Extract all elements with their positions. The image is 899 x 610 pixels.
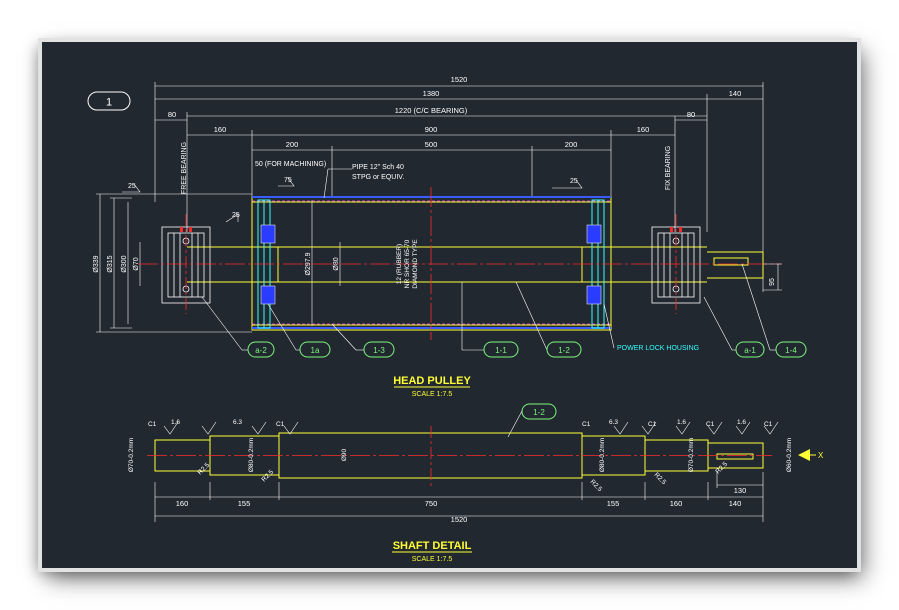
finish-label-2: 6.3 bbox=[233, 419, 242, 426]
view-arrow-x: X bbox=[798, 449, 824, 461]
cad-drawing-canvas: 1 1520 1380 140 bbox=[87, 75, 824, 563]
callout-1-4-label: 1-4 bbox=[785, 346, 797, 355]
dim-slope-left: 25 bbox=[128, 183, 136, 190]
finish-label-1: 1.6 bbox=[171, 419, 180, 426]
power-lock-hubs bbox=[260, 224, 602, 305]
shaft-dim-155-right: 155 bbox=[607, 499, 620, 508]
chamfer-label-5: C1 bbox=[706, 421, 715, 428]
dim-dia-339: Ø339 bbox=[93, 255, 100, 272]
dim-right-160: 160 bbox=[637, 125, 650, 134]
shaft-radius-4: R2.5 bbox=[653, 471, 668, 486]
note-rubber-type: DIAMOND TYPE bbox=[412, 239, 419, 289]
keyway-dimension bbox=[763, 263, 782, 291]
shaft-detail: 1-2 Ø70-0.2mm Ø80-0.2mm Ø90 Ø80-0.2mm Ø7… bbox=[128, 403, 824, 563]
rubber-lagging bbox=[252, 196, 611, 329]
dim-cc-bearing: 1220 (C/C BEARING) bbox=[395, 106, 468, 115]
sheet-number: 1 bbox=[106, 97, 112, 109]
shaft-dim-overall: 1520 bbox=[451, 515, 468, 524]
shaft-dim-140: 140 bbox=[729, 499, 742, 508]
callout-a-1: a-1 bbox=[735, 341, 765, 358]
head-pulley-scale: SCALE 1:7.5 bbox=[412, 391, 453, 398]
dim-dia-315: Ø315 bbox=[107, 255, 114, 272]
shaft-dia-right-bearing: Ø70-0.2mm bbox=[688, 438, 695, 472]
callout-leaders bbox=[201, 168, 776, 351]
callout-1-4: 1-4 bbox=[775, 341, 807, 358]
drawing-sheet: 1 1520 1380 140 bbox=[42, 42, 857, 568]
view-arrow-x-label: X bbox=[818, 451, 824, 460]
shaft-dim-160-right: 160 bbox=[670, 499, 683, 508]
head-pulley-assembly: 1 1520 1380 140 bbox=[87, 75, 807, 398]
shaft-length-dimensions bbox=[154, 472, 764, 522]
dim-slope-right: 25 bbox=[570, 178, 578, 185]
callout-1-1: 1-1 bbox=[483, 341, 519, 358]
note-pipe-material: STPG or EQUIV. bbox=[352, 174, 404, 181]
dim-machining: 50 (FOR MACHINING) bbox=[255, 161, 326, 168]
label-free-bearing: FREE BEARING bbox=[181, 142, 188, 194]
shaft-dim-160-left: 160 bbox=[176, 499, 189, 508]
dim-right-80: 80 bbox=[687, 110, 695, 119]
chamfer-label-2: C1 bbox=[276, 421, 285, 428]
dim-1380: 1380 bbox=[423, 89, 440, 98]
note-rubber-hardness: NR SHOR 65-70 bbox=[404, 239, 411, 288]
shaft-callout-label: 1-2 bbox=[533, 408, 545, 417]
shaft-dia-left-end: Ø70-0.2mm bbox=[128, 438, 135, 472]
shaft-dim-155-left: 155 bbox=[238, 499, 251, 508]
surface-finish-symbols bbox=[163, 421, 779, 435]
shaft-radius-3: R2.5 bbox=[589, 478, 604, 493]
callout-a-1-label: a-1 bbox=[744, 346, 756, 355]
shaft-dim-750: 750 bbox=[425, 499, 438, 508]
note-pipe: PIPE 12" Sch 40 bbox=[352, 164, 404, 171]
chamfer-label-4: C1 bbox=[648, 421, 657, 428]
head-pulley-title: HEAD PULLEY bbox=[393, 375, 471, 387]
callout-1-1-label: 1-1 bbox=[495, 346, 507, 355]
callout-a-2-label: a-2 bbox=[255, 346, 267, 355]
dim-overall-1520: 1520 bbox=[451, 75, 468, 84]
slope-markers bbox=[122, 177, 583, 223]
note-rubber-thickness: 12 (RUBBER) bbox=[396, 244, 403, 284]
dim-left-80: 80 bbox=[168, 110, 176, 119]
shaft-dim-130: 130 bbox=[734, 486, 747, 495]
callout-1a-label: 1a bbox=[311, 346, 320, 355]
dim-dia-300: Ø300 bbox=[121, 255, 128, 272]
dim-keyway-95: 95 bbox=[769, 278, 776, 286]
center-lines bbox=[138, 187, 782, 340]
callout-1-3-label: 1-3 bbox=[373, 346, 385, 355]
vertical-diameter-dimensions bbox=[96, 193, 341, 333]
pulley-drum bbox=[187, 196, 764, 331]
finish-label-4: 1.6 bbox=[677, 419, 686, 426]
chamfer-label-6: C1 bbox=[764, 421, 773, 428]
shaft-dia-right-seat: Ø80-0.2mm bbox=[599, 438, 606, 472]
finish-label-5: 1.6 bbox=[737, 419, 746, 426]
callout-a-2: a-2 bbox=[247, 341, 275, 358]
shaft-radius-2: R2.5 bbox=[260, 468, 275, 483]
dim-dia-70: Ø70 bbox=[133, 257, 140, 270]
callout-1-2-shaft: 1-2 bbox=[507, 403, 557, 438]
dim-500: 500 bbox=[425, 140, 438, 149]
overall-dimension-lines bbox=[154, 82, 764, 292]
label-fix-bearing: FIX BEARING bbox=[665, 146, 672, 190]
shaft-detail-title: SHAFT DETAIL bbox=[393, 540, 472, 552]
callout-1-3: 1-3 bbox=[363, 341, 395, 358]
dim-angle-75: 75 bbox=[284, 177, 292, 184]
bearing-markers bbox=[180, 227, 682, 232]
callout-1-2-label: 1-2 bbox=[558, 346, 570, 355]
chamfer-label-3: C1 bbox=[582, 421, 591, 428]
callout-1a: 1a bbox=[299, 341, 331, 358]
shaft-detail-scale: SCALE 1:7.5 bbox=[412, 556, 453, 563]
sheet-number-badge: 1 bbox=[87, 91, 131, 111]
shaft-dia-right-end: Ø60-0.2mm bbox=[786, 438, 793, 472]
fix-bearing bbox=[651, 226, 701, 304]
shaft-dia-body: Ø90 bbox=[341, 448, 348, 461]
finish-label-3: 6.3 bbox=[609, 419, 618, 426]
callout-1-2-top: 1-2 bbox=[546, 341, 582, 358]
shaft-radius-1: R2.5 bbox=[196, 461, 211, 476]
label-power-lock: POWER LOCK HOUSING bbox=[617, 345, 699, 352]
dim-left-160: 160 bbox=[214, 125, 227, 134]
dim-left-200: 200 bbox=[286, 140, 299, 149]
chamfer-label-1: C1 bbox=[148, 421, 157, 428]
dim-900: 900 bbox=[425, 125, 438, 134]
dim-right-200: 200 bbox=[565, 140, 578, 149]
shaft-dia-left-seat: Ø80-0.2mm bbox=[248, 438, 255, 472]
dim-140: 140 bbox=[729, 89, 742, 98]
